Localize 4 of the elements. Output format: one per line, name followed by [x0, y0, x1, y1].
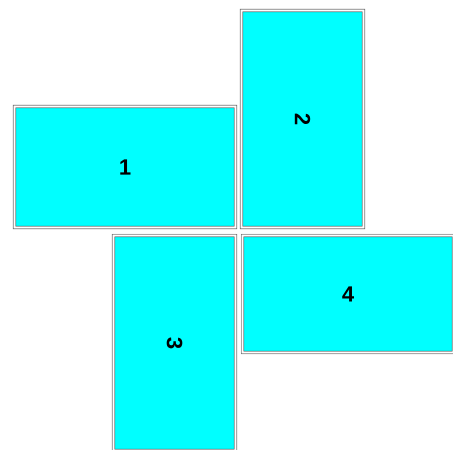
numbered-box: 1	[12, 104, 238, 230]
numbered-box: 4	[240, 234, 453, 354]
numbered-box: 3	[112, 234, 238, 450]
numbered-box: 2	[240, 8, 366, 230]
